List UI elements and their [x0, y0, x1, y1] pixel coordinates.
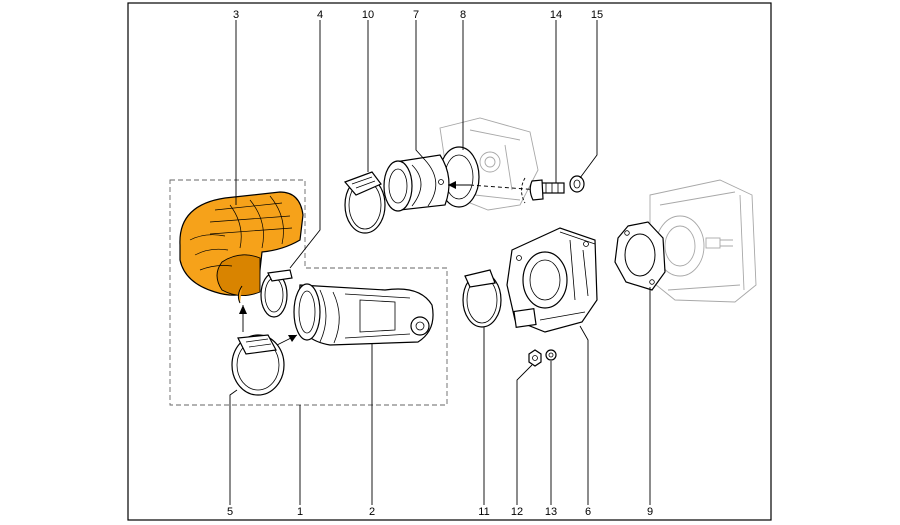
intake-duct: [293, 283, 434, 346]
callout-14: 14: [550, 9, 562, 21]
callout-2: 2: [369, 506, 375, 518]
callout-3: 3: [233, 9, 239, 21]
callout-1: 1: [297, 506, 303, 518]
hose-clamp-upper: [343, 171, 386, 234]
gasket: [614, 221, 666, 291]
adapter-pipe: [383, 154, 450, 212]
small-hose-clamp: [260, 269, 293, 318]
callout-11: 11: [478, 506, 489, 518]
callout-4: 4: [317, 9, 323, 21]
callout-15: 15: [591, 9, 603, 21]
callout-5: 5: [227, 506, 233, 518]
callout-6: 6: [585, 506, 591, 518]
nut: [528, 349, 542, 367]
callout-13: 13: [545, 506, 557, 518]
callout-12: 12: [511, 506, 523, 518]
callout-7: 7: [413, 9, 419, 21]
diagram-frame: [127, 2, 772, 521]
hose-clamp-lower: [231, 334, 285, 396]
intake-manifold-ghost: [649, 179, 757, 303]
leader-lines: [229, 20, 651, 505]
kit-boundary-dashed: [169, 179, 448, 406]
callout-8: 8: [460, 9, 466, 21]
callout-9: 9: [647, 506, 653, 518]
callout-10: 10: [362, 9, 374, 21]
washer: [569, 175, 585, 193]
screw: [469, 177, 565, 204]
elbow-hose-highlighted: [179, 191, 304, 304]
hose-clamp-throttle: [462, 269, 502, 328]
small-washer: [545, 349, 557, 361]
throttle-body: [506, 227, 598, 333]
